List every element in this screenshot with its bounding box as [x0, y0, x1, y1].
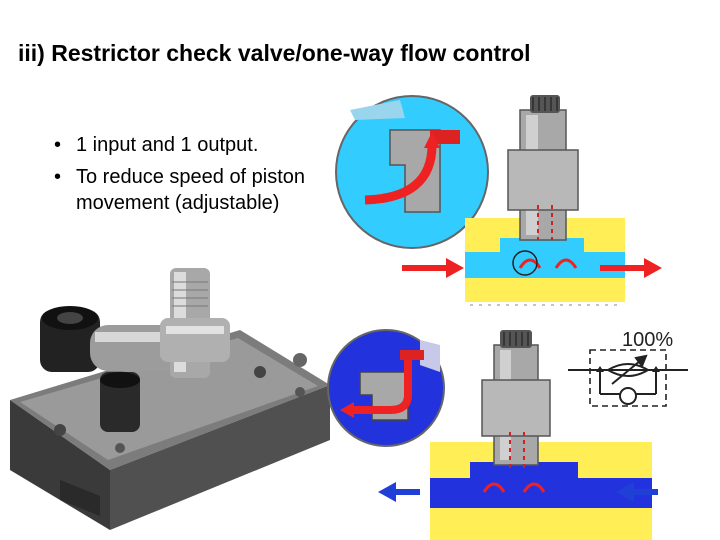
- bullet-marker: •: [54, 134, 62, 156]
- top-valve-diagram: [335, 95, 662, 306]
- symbol-label: 100%: [622, 329, 673, 351]
- bullet-list: • 1 input and 1 output. • To reduce spee…: [52, 132, 342, 222]
- bullet-marker: •: [54, 166, 62, 188]
- bullet-text: 1 input and 1 output.: [76, 134, 259, 156]
- bottom-valve-diagram: [327, 329, 658, 540]
- bullet-item: • 1 input and 1 output.: [52, 132, 342, 158]
- bullet-item: • To reduce speed of piston movement (ad…: [52, 164, 342, 216]
- schematic-symbol: [568, 349, 688, 407]
- valve-photo: [10, 268, 330, 530]
- slide-title: iii) Restrictor check valve/one-way flow…: [18, 40, 531, 66]
- bullet-text: To reduce speed of piston movement (adju…: [76, 166, 306, 214]
